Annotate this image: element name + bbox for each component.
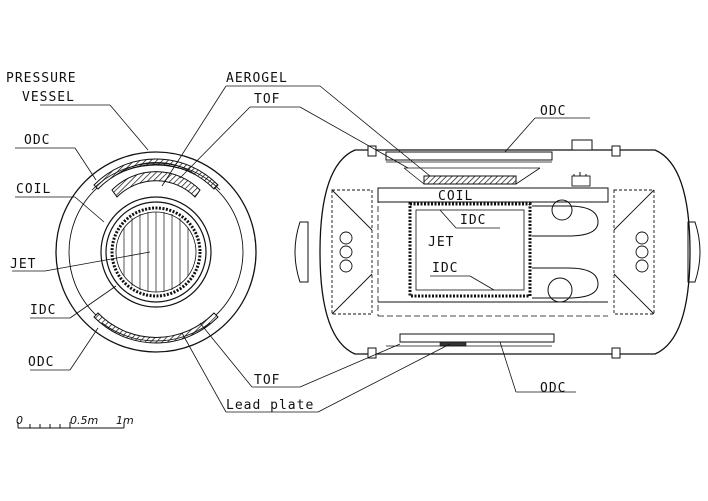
coil-outer [100,196,212,308]
label-lead-plate: Lead plate [226,398,314,413]
label-pressure: PRESSURE [6,71,77,86]
aerogel-top-block [111,171,201,198]
label-idc-right-bottom: IDC [432,261,458,276]
odc-bottom-band [93,312,219,344]
label-coil-right: COIL [438,189,473,204]
end-view [55,151,257,353]
upper-return-loop [532,205,599,237]
scale-zero: 0 [16,414,23,427]
label-tof-bottom: TOF [254,373,280,388]
label-jet-right: JET [428,235,454,250]
coil-inner [105,201,207,303]
label-tof-top: TOF [254,92,280,107]
label-vessel: VESSEL [22,90,75,105]
lower-return-loop [532,267,599,299]
label-odc-left-bottom: ODC [28,355,54,370]
lead-plate-side [439,341,467,347]
odc-top-panel [385,151,553,161]
odc-bottom-panel [399,333,555,343]
scale-bar: 0 0.5m 1m [16,414,134,429]
flanges [367,139,621,359]
left-truss [331,189,373,315]
pressure-vessel-outer [55,151,257,353]
label-coil-left: COIL [16,182,51,197]
label-idc-right-top: IDC [460,213,486,228]
idc-outer [110,206,202,298]
label-odc-left-top: ODC [24,133,50,148]
jet-box-inner [415,209,525,291]
right-leader-lines [299,85,590,413]
coil-side [377,187,609,203]
tof-bottom-arc [101,322,211,342]
left-end-cap [294,221,309,283]
label-jet-left: JET [10,257,36,272]
label-odc-right-bottom: ODC [540,381,566,396]
vessel-outline [319,149,691,355]
scale-half: 0.5m [70,414,98,427]
scale-one: 1m [116,414,134,427]
label-idc-left: IDC [30,303,56,318]
odc-top-band-2 [91,162,221,191]
odc-top-band [93,158,219,190]
labels: PRESSURE VESSEL AEROGEL TOF ODC ODC COIL… [6,71,566,413]
jet-wires [123,212,189,292]
right-truss [613,189,655,315]
right-end-cap [687,221,701,283]
side-view [294,139,701,359]
label-odc-right-top: ODC [540,104,566,119]
label-aerogel: AEROGEL [226,71,288,86]
left-leader-lines [12,85,320,413]
aerogel-side-block [423,175,517,185]
